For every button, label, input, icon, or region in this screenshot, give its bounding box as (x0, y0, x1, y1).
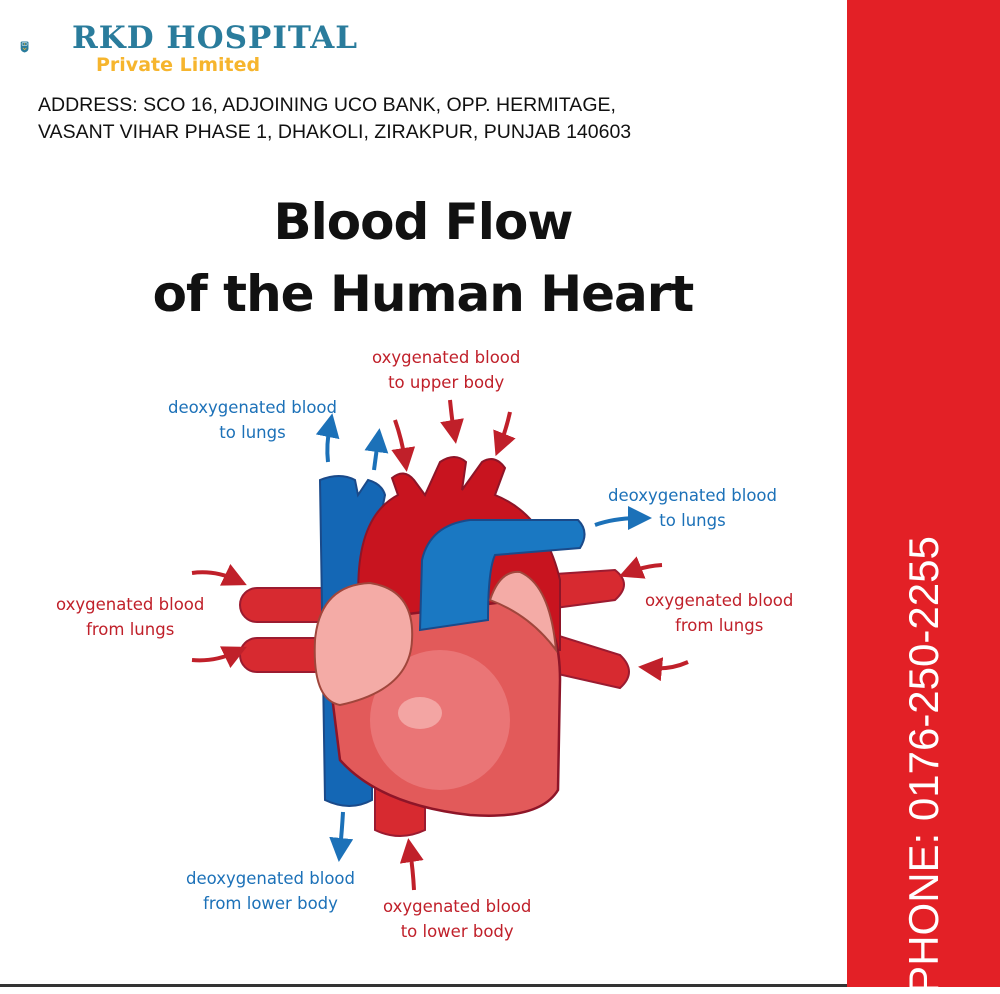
phone-panel (847, 0, 1000, 987)
address-line-2: VASANT VIHAR PHASE 1, DHAKOLI, ZIRAKPUR,… (38, 121, 632, 143)
phone-number: PHONE: 0176-250-2255 (900, 536, 947, 994)
left-atrium (313, 581, 414, 707)
title-line-2: of the Human Heart (152, 265, 695, 323)
flow-arrows (191, 399, 689, 891)
page-title: Blood Flow of the Human Heart (0, 186, 846, 330)
address-line-1: ADDRESS: SCO 16, ADJOINING UCO BANK, OPP… (38, 94, 616, 116)
pulmonary-artery (418, 519, 586, 632)
heart-diagram (191, 399, 689, 891)
divider (0, 984, 847, 987)
brand-name: RKD HOSPITAL (72, 20, 359, 56)
address: ADDRESS: SCO 16, ADJOINING UCO BANK, OPP… (38, 92, 631, 146)
brand-subtitle: Private Limited (96, 54, 261, 76)
right-atrium (488, 570, 558, 654)
title-line-1: Blood Flow (273, 193, 574, 251)
hospital-logo-icon (20, 41, 29, 53)
